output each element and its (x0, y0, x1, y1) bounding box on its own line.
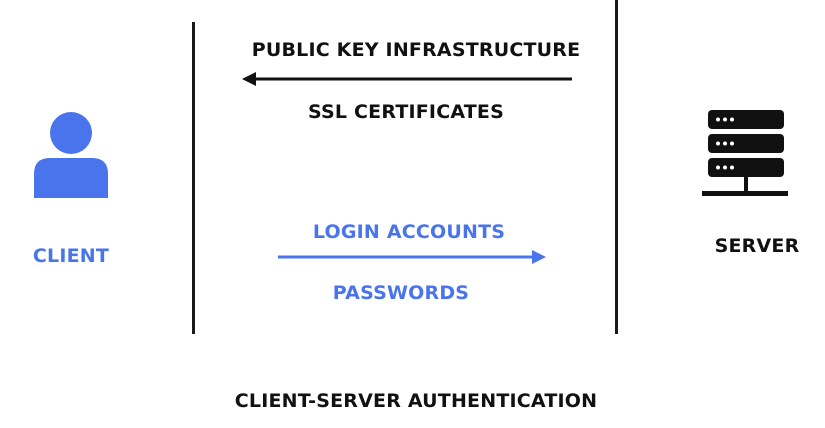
right-divider (615, 0, 618, 334)
server-label: SERVER (714, 235, 800, 257)
server-rack-icon (702, 110, 788, 196)
passwords-label: PASSWORDS (332, 282, 470, 304)
client-to-server-arrow (278, 250, 546, 264)
pki-label: PUBLIC KEY INFRASTRUCTURE (251, 39, 581, 61)
login-accounts-label: LOGIN ACCOUNTS (312, 221, 506, 243)
user-icon (34, 112, 108, 198)
server-to-client-arrow (242, 72, 572, 86)
diagram-caption: CLIENT-SERVER AUTHENTICATION (234, 390, 598, 412)
client-label: CLIENT (32, 245, 110, 267)
left-divider (192, 22, 195, 334)
ssl-certificates-label: SSL CERTIFICATES (307, 101, 504, 123)
